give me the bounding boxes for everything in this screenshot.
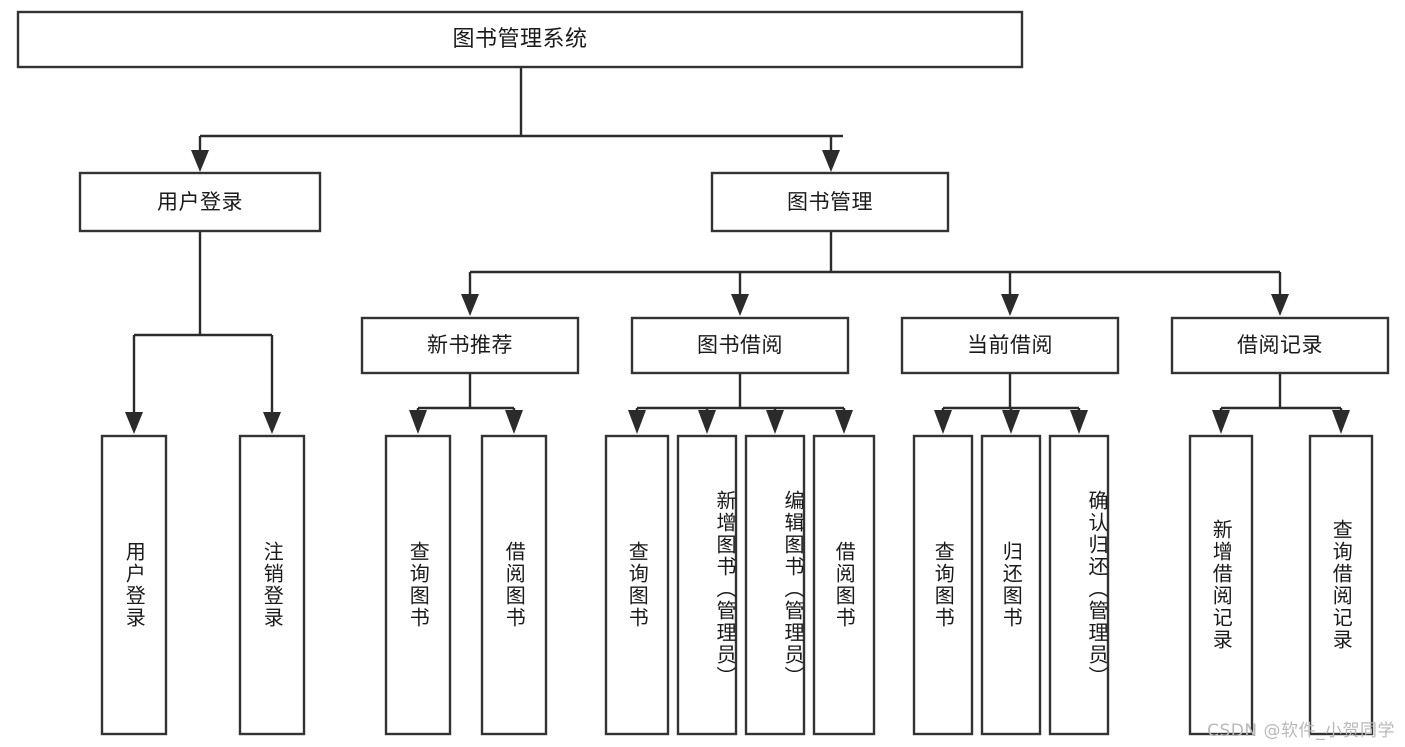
leaf-label-add-borrow-record: 新增借阅记录: [1209, 519, 1234, 651]
leaf-label-user-login: 用户登录: [122, 541, 147, 629]
arrow-head-icon: [263, 412, 281, 434]
arrow-head-icon: [125, 412, 143, 434]
node-label-book-management: 图书管理: [787, 189, 873, 214]
arrow-head-icon: [1212, 410, 1230, 434]
leaf-label-return-book: 归还图书: [999, 541, 1024, 629]
leaf-box-borrow-book-2[interactable]: [812, 434, 876, 736]
arrow-head-icon: [766, 410, 784, 434]
node-label-book-borrow: 图书借阅: [697, 333, 783, 358]
node-box-current-borrow[interactable]: [900, 316, 1120, 375]
leaf-box-borrow-book-1[interactable]: [480, 434, 548, 736]
arrow-head-icon: [1271, 294, 1289, 316]
leaf-label-query-book-1: 查询图书: [406, 541, 431, 629]
leaf-box-logout[interactable]: [238, 434, 306, 736]
leaf-label-borrow-book-2: 借阅图书: [832, 541, 857, 629]
leaf-box-query-book-3[interactable]: [912, 434, 974, 736]
arrow-head-icon: [505, 410, 523, 434]
arrow-head-icon: [191, 150, 209, 172]
watermark-text: CSDN @软件_小贺同学: [1207, 721, 1395, 741]
arrow-head-icon: [1002, 410, 1020, 434]
connector-root-to-level2: [191, 67, 843, 172]
leaf-box-add-borrow-record[interactable]: [1188, 434, 1254, 736]
connector-records-to-leaves: [1212, 373, 1350, 434]
leaf-box-query-borrow-record[interactable]: [1308, 434, 1374, 736]
connector-newbooks-to-leaves: [409, 373, 523, 434]
leaf-box-confirm-return[interactable]: [1048, 434, 1110, 736]
leaf-box-query-book-2[interactable]: [604, 434, 670, 736]
arrow-head-icon: [628, 410, 646, 434]
leaf-label-confirm-return: 确认归还（管理员）: [1085, 490, 1109, 688]
arrow-head-icon: [698, 410, 716, 434]
arrow-head-icon: [409, 410, 427, 434]
node-box-borrow-records[interactable]: [1170, 316, 1390, 375]
node-box-user-login[interactable]: [78, 171, 322, 233]
leaf-label-query-book-3: 查询图书: [931, 541, 956, 629]
leaf-box-add-book[interactable]: [676, 434, 738, 736]
node-label-borrow-records: 借阅记录: [1237, 333, 1323, 358]
leaf-box-user-login[interactable]: [100, 434, 168, 736]
connector-books-to-level3: [461, 231, 1289, 316]
arrow-head-icon: [1001, 294, 1019, 316]
arrow-head-icon: [835, 410, 853, 434]
node-box-book-borrow[interactable]: [630, 316, 850, 375]
node-box-root[interactable]: [16, 10, 1024, 69]
node-box-book-management[interactable]: [710, 171, 950, 233]
connector-borrow-to-leaves: [628, 373, 853, 434]
arrow-head-icon: [822, 150, 840, 172]
arrow-head-icon: [461, 294, 479, 316]
leaf-label-logout: 注销登录: [260, 541, 285, 629]
node-box-new-book-recommend[interactable]: [360, 316, 580, 375]
leaf-label-query-book-2: 查询图书: [625, 541, 650, 629]
connector-current-to-leaves: [934, 373, 1088, 434]
leaf-label-query-borrow-record: 查询借阅记录: [1329, 519, 1354, 651]
leaf-label-edit-book: 编辑图书（管理员）: [781, 490, 805, 688]
leaf-label-borrow-book-1: 借阅图书: [502, 541, 527, 629]
arrow-head-icon: [1070, 410, 1088, 434]
arrow-head-icon: [934, 410, 952, 434]
node-label-root: 图书管理系统: [452, 26, 588, 52]
arrow-head-icon: [731, 294, 749, 316]
leaf-box-query-book-1[interactable]: [384, 434, 452, 736]
node-label-new-book-recommend: 新书推荐: [427, 333, 513, 358]
leaf-box-edit-book[interactable]: [744, 434, 806, 736]
leaf-label-add-book: 新增图书（管理员）: [713, 490, 737, 688]
leaf-box-return-book[interactable]: [980, 434, 1042, 736]
connector-login-to-leaves: [125, 231, 281, 434]
arrow-head-icon: [1332, 410, 1350, 434]
node-label-current-borrow: 当前借阅: [967, 333, 1053, 358]
node-label-user-login: 用户登录: [157, 189, 243, 214]
